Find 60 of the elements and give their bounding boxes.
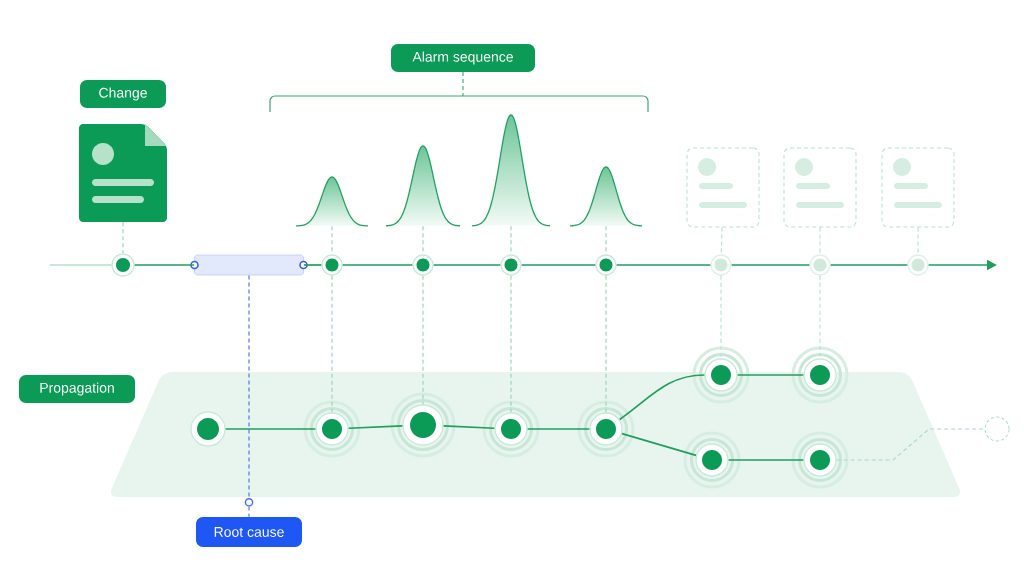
connector-line bbox=[829, 264, 909, 266]
graph-node bbox=[692, 346, 750, 404]
graph-node bbox=[482, 400, 540, 458]
dashed-line bbox=[819, 226, 821, 255]
time-window-bar bbox=[190, 254, 308, 276]
connector-line bbox=[442, 425, 496, 430]
connector-line bbox=[133, 264, 195, 266]
label-pill: Change bbox=[80, 80, 166, 108]
dashed-line bbox=[510, 275, 512, 413]
dashed-line bbox=[244, 274, 254, 518]
graph-node bbox=[791, 346, 849, 404]
timeline-dot bbox=[809, 254, 831, 276]
timeline-dot bbox=[412, 254, 434, 276]
dashed-line bbox=[917, 226, 919, 255]
connector-line bbox=[341, 264, 414, 266]
graph-node bbox=[303, 400, 361, 458]
connector-line bbox=[520, 264, 597, 266]
graph-node bbox=[390, 392, 456, 458]
label-pill: Root cause bbox=[196, 517, 302, 547]
dashed-circle bbox=[984, 416, 1010, 442]
connector-line bbox=[49, 264, 113, 266]
connector-line bbox=[432, 264, 502, 266]
connector-line bbox=[303, 264, 323, 266]
connector-line bbox=[727, 459, 805, 461]
connector-line bbox=[730, 264, 811, 266]
dashed-line bbox=[720, 226, 723, 255]
dashed-line bbox=[331, 275, 333, 413]
dashed-line bbox=[122, 221, 124, 254]
connector-line bbox=[621, 432, 697, 457]
connector-line bbox=[736, 374, 805, 376]
peak-curve bbox=[471, 114, 551, 227]
peak-curve bbox=[569, 166, 643, 227]
graph-node bbox=[190, 411, 226, 447]
dashed-line bbox=[720, 275, 722, 359]
placeholder-card bbox=[881, 147, 955, 228]
placeholder-card bbox=[686, 147, 760, 228]
timeline-dot bbox=[321, 254, 343, 276]
connector-line bbox=[347, 425, 404, 430]
timeline-dot bbox=[710, 254, 732, 276]
document-icon bbox=[79, 124, 167, 222]
peak-curve bbox=[385, 145, 461, 227]
graph-node bbox=[683, 431, 741, 489]
connector-line bbox=[618, 374, 706, 421]
timeline-dot bbox=[111, 253, 135, 277]
dashed-line bbox=[836, 428, 986, 461]
dashed-line bbox=[422, 275, 424, 405]
graph-node bbox=[577, 400, 635, 458]
dashed-line bbox=[605, 275, 607, 413]
timeline-dot bbox=[907, 254, 929, 276]
connector-line bbox=[526, 428, 591, 430]
connector-line bbox=[615, 264, 712, 266]
peak-curve bbox=[295, 176, 369, 227]
connector-line bbox=[224, 428, 317, 430]
graph-node bbox=[791, 431, 849, 489]
timeline-dot bbox=[595, 254, 617, 276]
placeholder-card bbox=[783, 147, 857, 228]
label-pill: Alarm sequence bbox=[391, 44, 535, 72]
timeline-dot bbox=[500, 254, 522, 276]
label-pill: Propagation bbox=[19, 375, 135, 403]
dashed-line bbox=[819, 275, 821, 359]
